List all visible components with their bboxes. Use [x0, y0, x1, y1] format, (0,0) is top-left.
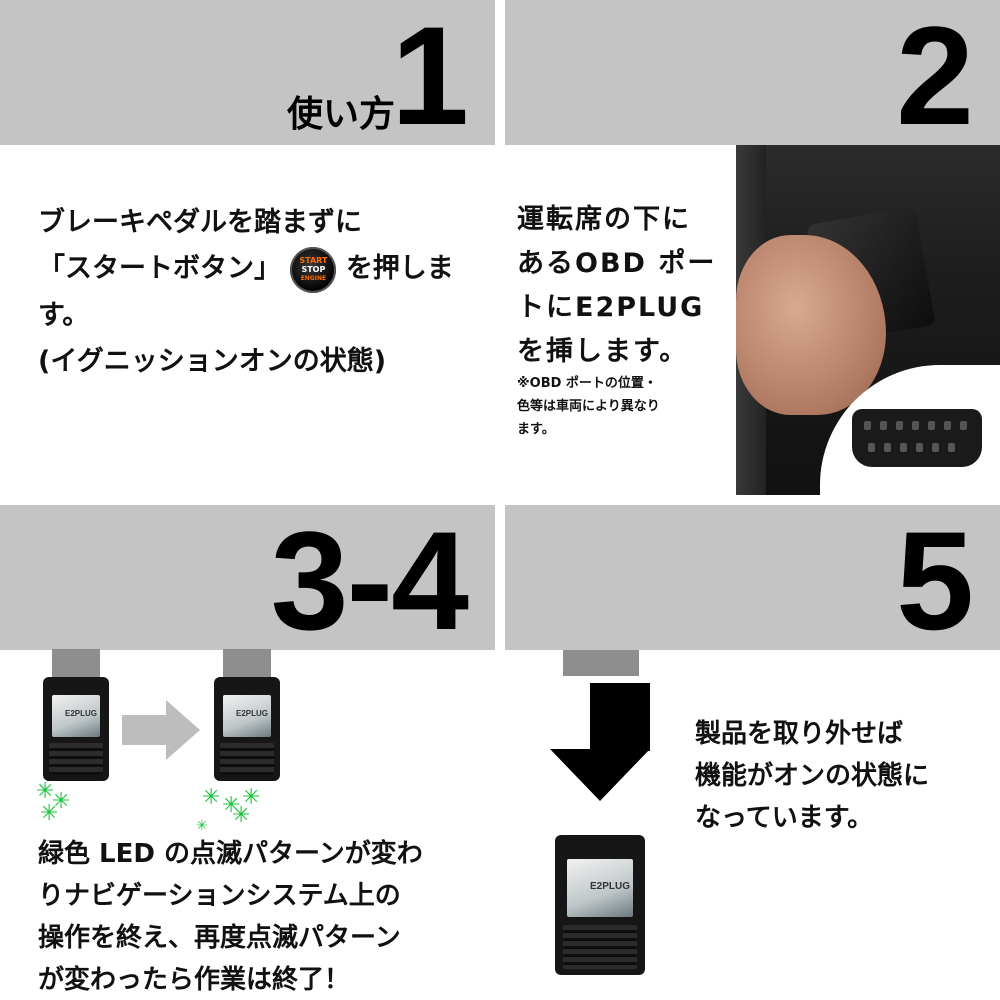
start-stop-button-icon: START STOP ENGINE: [290, 246, 337, 293]
e2plug-device-removed: E2PLUG: [555, 835, 645, 975]
step-1-panel: 使い方 1 ブレーキペダルを踏まずに 「スタートボタン」 START STOP …: [0, 0, 495, 495]
hand-image: [736, 235, 886, 415]
led-blink-icon: ✳: [232, 803, 251, 828]
step-5-header-band: [505, 505, 1000, 650]
step-1-line-1: ブレーキペダルを踏まずに: [38, 207, 362, 238]
step-5-panel: 5 E2PLUG 製品を取り外せば 機能がオンの状態に なっています。: [505, 505, 1000, 1000]
step-2-line-4: を挿します。: [517, 336, 689, 367]
step-2-header-band: [505, 0, 1000, 145]
step-3-4-line-4: が変わったら作業は終了！: [38, 965, 351, 995]
step-1-line-3: す。: [38, 299, 90, 331]
led-blink-icon: ✳: [196, 818, 208, 834]
usage-label: 使い方: [286, 94, 395, 135]
step-3-4-header-band: [0, 505, 495, 650]
step-2-note: ※OBD ポートの位置・ 色等は車両により異なり ます。: [517, 376, 660, 437]
led-blink-icon: ✳: [242, 785, 261, 810]
start-button-label: 「スタートボタン」: [38, 253, 281, 284]
obd-port-socket: [852, 409, 982, 467]
led-blink-icon: ✳: [52, 789, 71, 814]
e2plug-device-before: E2PLUG: [43, 649, 109, 781]
step-1-instructions: ブレーキペダルを踏まずに 「スタートボタン」 START STOP ENGINE…: [38, 200, 454, 385]
step-3-4-line-2: りナビゲーションシステム上の: [38, 881, 401, 911]
arrow-down-head: [550, 749, 650, 801]
step-2-instructions: 運転席の下に あるOBD ポー トにE2PLUG を挿します。: [517, 198, 716, 374]
step-5-number: 5: [896, 505, 974, 659]
step-2-line-2: あるOBD ポー: [517, 248, 717, 279]
step-2-line-1: 運転席の下に: [517, 204, 691, 235]
step-1-header-band: [0, 0, 495, 145]
step-3-4-line-3: 操作を終え、再度点滅パターン: [38, 923, 401, 953]
led-blink-icon: ✳: [40, 801, 59, 826]
arrow-down-icon: [590, 683, 650, 751]
step-5-line-3: なっています。: [695, 803, 874, 833]
step-3-4-panel: 3-4 E2PLUG ✳ ✳ ✳ E2PLUG ✳ ✳ ✳ ✳ ✳ 緑色 LED…: [0, 505, 495, 1000]
led-blink-icon: ✳: [202, 785, 221, 810]
step-1-line-4: (イグニッションオンの状態): [38, 345, 387, 377]
step-2-number: 2: [896, 0, 974, 154]
step-1-line-2: 「スタートボタン」 START STOP ENGINE を押しま: [38, 246, 454, 293]
step-1-number: 1: [391, 0, 469, 154]
obd-port-photo: [736, 145, 1000, 495]
step-2-line-3: トにE2PLUG: [517, 292, 705, 323]
step-5-instructions: 製品を取り外せば 機能がオンの状態に なっています。: [695, 713, 929, 839]
step-3-4-line-1: 緑色 LED の点滅パターンが変わ: [38, 839, 423, 869]
step-3-4-number: 3-4: [270, 505, 469, 659]
removed-cable: [563, 650, 639, 676]
step-3-4-instructions: 緑色 LED の点滅パターンが変わ りナビゲーションシステム上の 操作を終え、再…: [38, 833, 423, 1000]
step-2-panel: 2 運転席の下に あるOBD ポー トにE2PLUG を挿します。 ※OBD ポ…: [505, 0, 1000, 495]
led-blink-icon: ✳: [222, 793, 241, 818]
led-blink-icon: ✳: [36, 779, 55, 804]
step-5-line-1: 製品を取り外せば: [695, 719, 904, 749]
step-5-line-2: 機能がオンの状態に: [695, 761, 930, 791]
e2plug-device-after: E2PLUG: [214, 649, 280, 781]
